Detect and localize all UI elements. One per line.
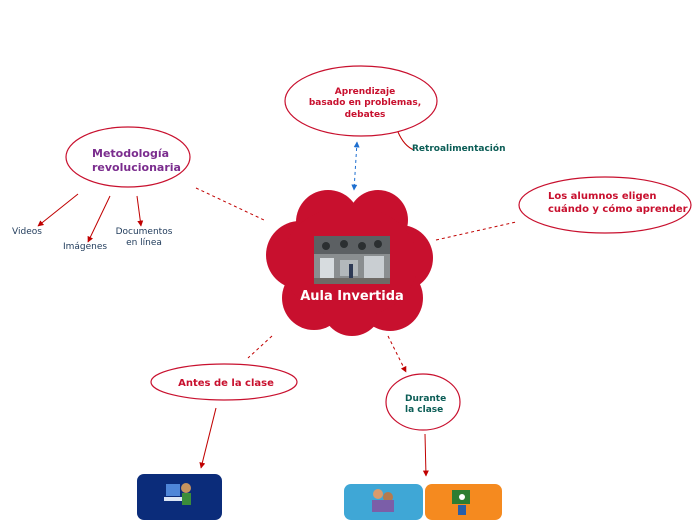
node-durante: Durante la clase (405, 394, 447, 416)
node-imagenes: Imágenes (62, 242, 108, 252)
link-durante-tile (422, 433, 429, 477)
link-antes (247, 335, 273, 359)
link-alumnos (435, 221, 517, 241)
link-documentos (136, 195, 144, 227)
link-retro (397, 131, 415, 151)
link-aprendizaje (351, 141, 360, 191)
node-antes: Antes de la clase (178, 378, 274, 389)
tile-durante-right[interactable] (425, 484, 502, 520)
central-title: Aula Invertida (300, 289, 404, 304)
teacher-board-icon (452, 490, 470, 515)
tile-durante-left[interactable] (344, 484, 423, 520)
classroom-photo (314, 236, 390, 284)
bubble-antes[interactable] (150, 363, 298, 401)
link-durante (387, 335, 407, 373)
tile-antes[interactable] (137, 474, 222, 520)
bubble-durante[interactable] (385, 373, 461, 431)
computer-user-icon (164, 483, 191, 505)
bubble-metodologia[interactable] (65, 126, 191, 188)
bubble-alumnos[interactable] (518, 176, 692, 234)
node-metodologia: Metodología revolucionaria (92, 147, 181, 174)
node-alumnos: Los alumnos eligen cuándo y cómo aprende… (548, 191, 688, 215)
node-videos: Videos (12, 227, 42, 237)
link-metodologia (195, 187, 265, 221)
node-aprendizaje: Aprendizaje basado en problemas, debates (308, 87, 422, 120)
bubble-aprendizaje[interactable] (284, 65, 438, 137)
connectors (37, 131, 517, 477)
link-antes-tile (199, 407, 217, 469)
classroom-group-icon (372, 489, 394, 512)
link-videos (37, 193, 79, 227)
node-documentos: Documentos en línea (115, 227, 173, 249)
link-imagenes (87, 195, 111, 243)
node-retroalimentacion: Retroalimentación (412, 144, 506, 154)
